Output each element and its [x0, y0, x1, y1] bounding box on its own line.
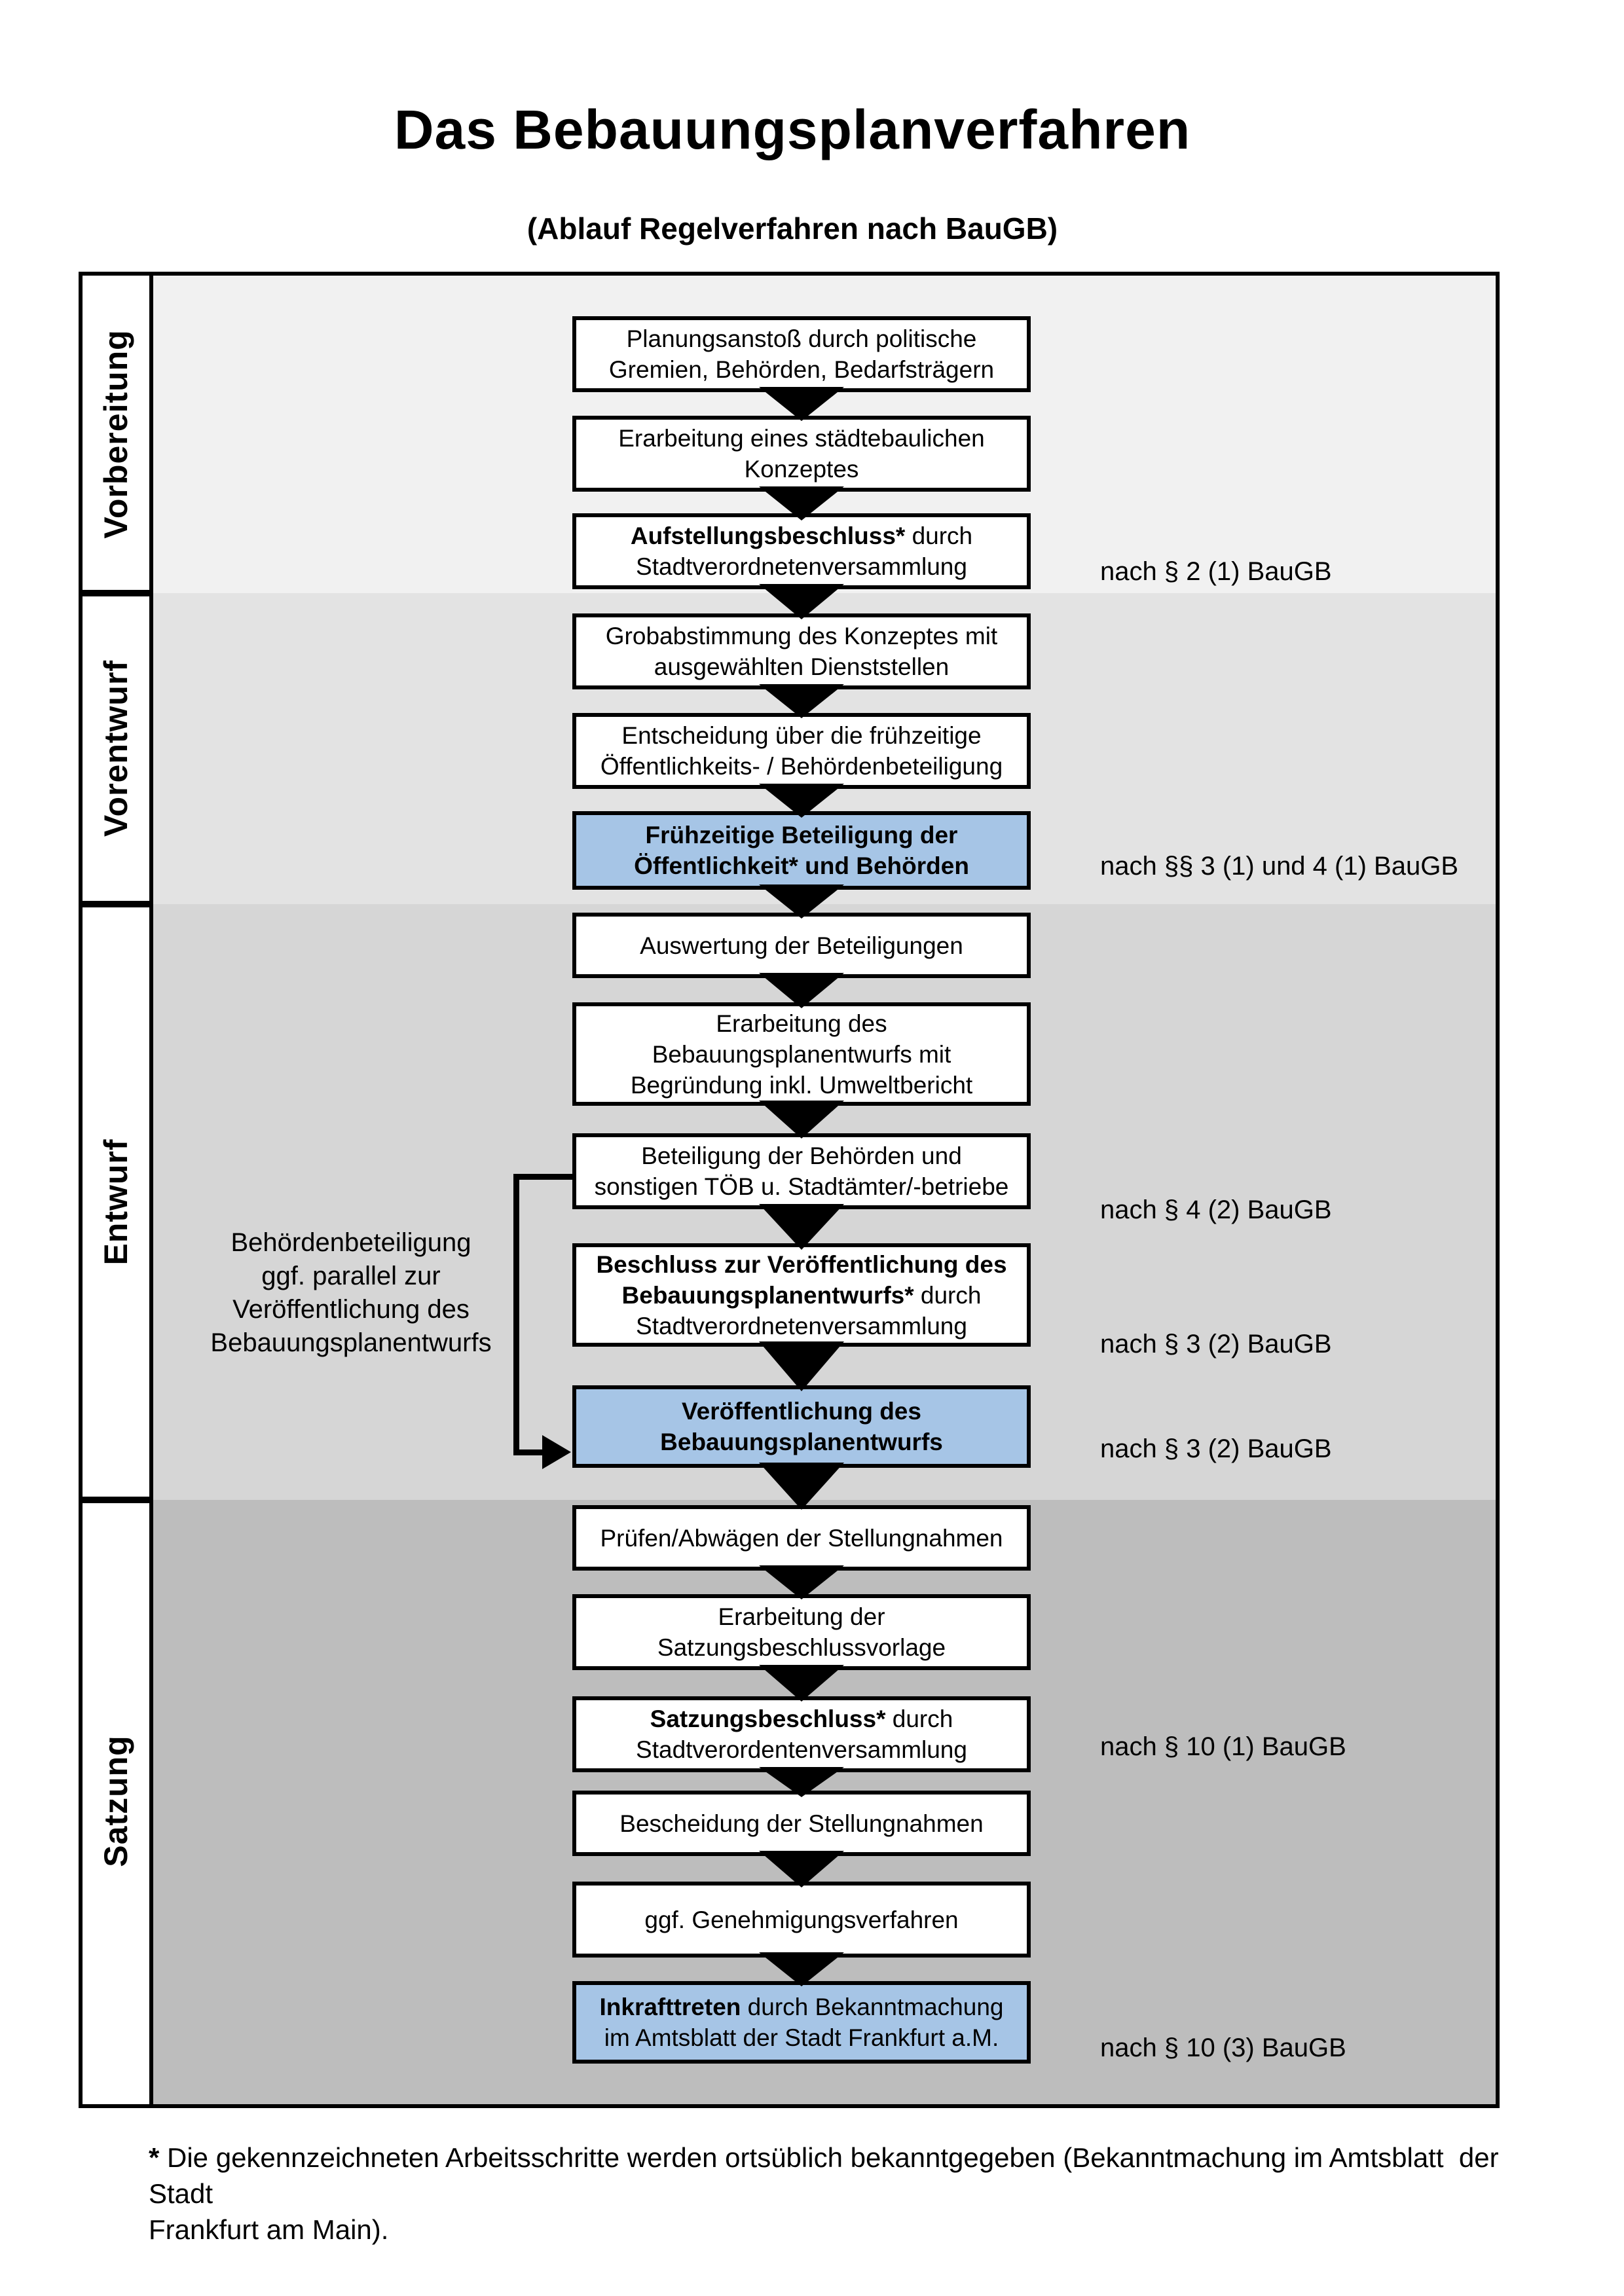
- phase-divider-3: [83, 1497, 153, 1503]
- text-line: Frühzeitige Beteiligung der: [645, 822, 958, 848]
- legal-ref-behoerdenbeteiligung: nach § 4 (2) BauGB: [1100, 1195, 1332, 1224]
- arrow-down-icon: [759, 1101, 844, 1139]
- page-title: Das Bebauungsplanverfahren: [394, 99, 1191, 160]
- text-line: Bebauungsplanentwurfs: [660, 1429, 943, 1455]
- flow-box-behoerdenbeteiligung: Beteiligung der Behörden und sonstigen TÖ…: [572, 1133, 1031, 1209]
- flow-box-auswertung-beteiligungen: Auswertung der Beteiligungen: [572, 913, 1031, 978]
- text-line: ausgewählten Dienststellen: [654, 653, 950, 680]
- arrow-down-icon: [759, 1767, 844, 1797]
- arrow-down-icon: [759, 1665, 844, 1702]
- text-line: Entscheidung über die frühzeitige: [621, 722, 982, 749]
- phase-label-vorentwurf: Vorentwurf: [98, 659, 134, 837]
- text-line: Beschluss zur Veröffentlichung des: [596, 1250, 1007, 1278]
- flow-box-bescheidung-stellungnahmen: Bescheidung der Stellungnahmen: [572, 1791, 1031, 1856]
- arrow-down-icon: [759, 1851, 844, 1887]
- flowchart-frame: Vorbereitung Vorentwurf Entwurf Satzung …: [79, 272, 1500, 2108]
- arrow-down-icon: [759, 486, 844, 520]
- arrow-down-icon: [759, 784, 844, 818]
- phase-label-entwurf: Entwurf: [98, 1139, 134, 1266]
- text-line: Stadtverordnetenversammlung: [636, 1312, 967, 1339]
- text-line: Erarbeitung eines städtebaulichen: [618, 425, 985, 452]
- legal-ref-satzungsbeschluss: nach § 10 (1) BauGB: [1100, 1732, 1346, 1761]
- text-line: Bescheidung der Stellungnahmen: [619, 1810, 984, 1837]
- text-line: Bebauungsplanentwurfs* durch: [621, 1281, 982, 1309]
- flow-box-pruefen-abwaegen: Prüfen/Abwägen der Stellungnahmen: [572, 1505, 1031, 1571]
- text-line: ggf. Genehmigungsverfahren: [644, 1906, 959, 1933]
- arrow-down-icon: [759, 1565, 844, 1599]
- phase-label-column: Vorbereitung Vorentwurf Entwurf Satzung: [83, 276, 153, 2104]
- text-line: sonstigen TÖB u. Stadtämter/-betriebe: [594, 1173, 1009, 1200]
- text-line: Frankfurt am Main).: [149, 2214, 389, 2245]
- text-line: Auswertung der Beteiligungen: [640, 932, 963, 959]
- legal-ref-inkrafttreten: nach § 10 (3) BauGB: [1100, 2033, 1346, 2062]
- text-line: Stadtverordnetenversammlung: [636, 553, 967, 580]
- parallel-connector-line-bottom: [513, 1449, 545, 1455]
- legal-ref-fruehzeitige-beteiligung: nach §§ 3 (1) und 4 (1) BauGB: [1100, 852, 1458, 881]
- text-line: Konzeptes: [744, 456, 859, 483]
- arrow-down-icon: [759, 1204, 844, 1250]
- parallel-connector-line-vertical: [513, 1174, 519, 1455]
- flow-box-genehmigungsverfahren: ggf. Genehmigungsverfahren: [572, 1882, 1031, 1958]
- text-line: Bebauungsplanentwurfs mit: [652, 1040, 951, 1068]
- text-line: * Die gekennzeichneten Arbeitsschritte w…: [149, 2142, 1507, 2209]
- arrow-down-icon: [759, 1341, 844, 1391]
- legal-ref-veroeffentlichung: nach § 3 (2) BauGB: [1100, 1434, 1332, 1463]
- arrow-down-icon: [759, 684, 844, 718]
- legal-ref-aufstellungsbeschluss: nach § 2 (1) BauGB: [1100, 557, 1332, 586]
- text-line: Aufstellungsbeschluss* durch: [630, 522, 973, 549]
- text-line: Beteiligung der Behörden und: [641, 1142, 962, 1169]
- arrow-down-icon: [759, 387, 844, 421]
- arrow-down-icon: [759, 973, 844, 1008]
- arrow-down-icon: [759, 1952, 844, 1986]
- arrow-down-icon: [759, 1463, 844, 1510]
- phase-divider-2: [83, 901, 153, 907]
- phase-label-satzung: Satzung: [98, 1735, 134, 1867]
- arrow-down-icon: [759, 584, 844, 619]
- parallel-connector-line-top: [513, 1174, 572, 1180]
- flow-box-grobabstimmung: Grobabstimmung des Konzeptes mit ausgewäh…: [572, 613, 1031, 689]
- text-line: Veröffentlichung des: [682, 1398, 921, 1425]
- flow-box-inkrafttreten: Inkrafttreten durch Bekanntmachung im Amt…: [572, 1981, 1031, 2064]
- text-line: Satzungsbeschlussvorlage: [657, 1634, 946, 1661]
- text-line: Gremien, Behörden, Bedarfsträgern: [608, 356, 995, 383]
- text-line: Erarbeitung der: [718, 1603, 885, 1630]
- arrow-right-icon: [542, 1435, 571, 1469]
- text-line: Satzungsbeschluss* durch: [650, 1705, 953, 1732]
- text-line: im Amtsblatt der Stadt Frankfurt a.M.: [604, 2024, 999, 2051]
- text-line: Begründung inkl. Umweltbericht: [630, 1071, 973, 1099]
- legal-ref-veroeffentlichungsbeschluss: nach § 3 (2) BauGB: [1100, 1330, 1332, 1358]
- footnote: * Die gekennzeichneten Arbeitsschritte w…: [149, 2140, 1537, 2248]
- text-line: Stadtverordentenversammlung: [636, 1736, 967, 1763]
- parallel-procedure-note: Behördenbeteiligung ggf. parallel zur Ve…: [210, 1228, 492, 1357]
- phase-divider-1: [83, 590, 153, 596]
- phase-label-vorbereitung: Vorbereitung: [98, 329, 134, 539]
- text-line: Planungsanstoß durch politische: [626, 325, 977, 352]
- text-line: Prüfen/Abwägen der Stellungnahmen: [600, 1524, 1003, 1552]
- text-line: Inkrafttreten durch Bekanntmachung: [599, 1994, 1004, 2020]
- page-subtitle: (Ablauf Regelverfahren nach BauGB): [526, 211, 1058, 246]
- text-line: Grobabstimmung des Konzeptes mit: [605, 623, 998, 649]
- text-line: Öffentlichkeits- / Behördenbeteiligung: [600, 753, 1003, 780]
- text-line: Erarbeitung des: [716, 1010, 887, 1037]
- arrow-down-icon: [759, 884, 844, 919]
- text-line: Öffentlichkeit* und Behörden: [634, 852, 969, 879]
